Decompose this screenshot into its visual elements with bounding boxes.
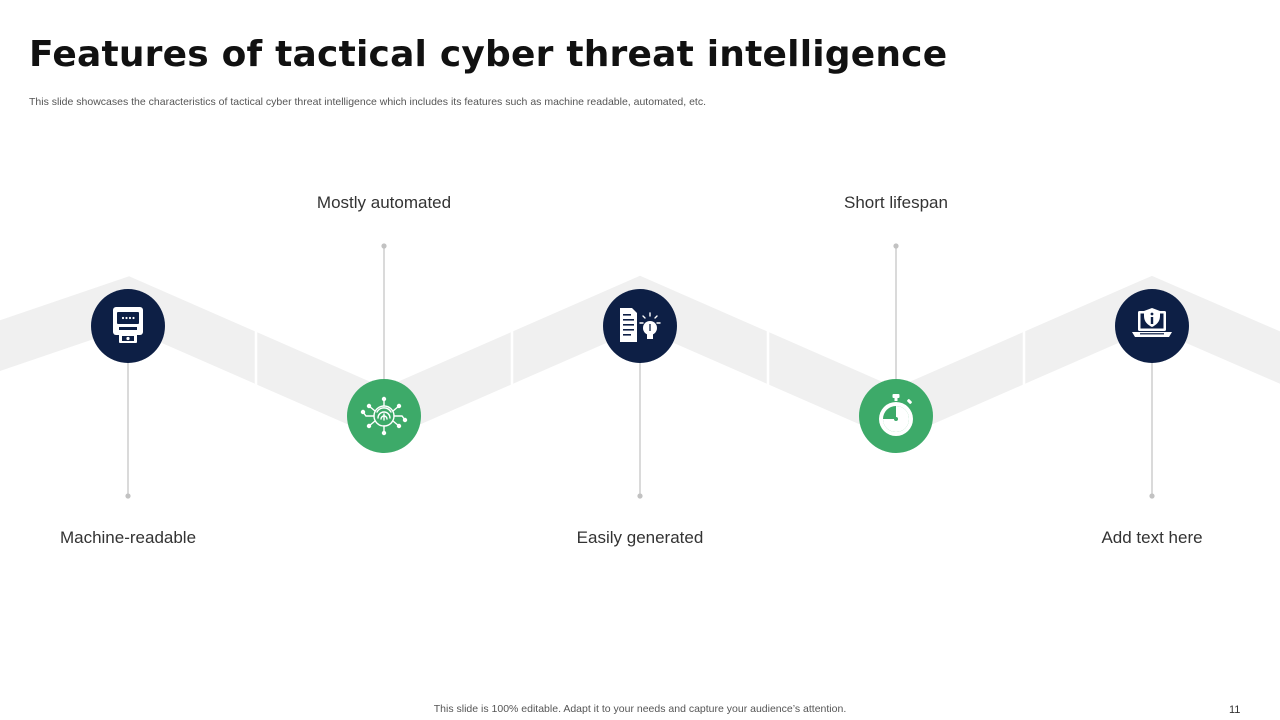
- laptop-info-shield-icon: [1132, 308, 1172, 337]
- feature-node-machine-readable: [91, 289, 165, 363]
- fingerprint-network-icon: [360, 396, 408, 436]
- stopwatch-icon: [879, 394, 913, 436]
- document-lightbulb-icon: [620, 308, 661, 342]
- feature-label-add-text-here: Add text here: [1101, 528, 1203, 547]
- page-number: 11: [1229, 704, 1241, 716]
- feature-node-easily-generated: [603, 289, 677, 363]
- feature-label-mostly-automated: Mostly automated: [316, 193, 452, 212]
- feature-node-add-text-here: [1115, 289, 1189, 363]
- feature-circle: [603, 289, 677, 363]
- footer-note: This slide is 100% editable. Adapt it to…: [433, 703, 847, 715]
- slide-title: Features of tactical cyber threat intell…: [29, 34, 948, 75]
- feature-node-short-lifespan: [859, 379, 933, 453]
- feature-label-machine-readable: Machine-readable: [59, 528, 197, 547]
- feature-label-easily-generated: Easily generated: [576, 528, 704, 547]
- slide-subtitle: This slide showcases the characteristics…: [29, 96, 707, 108]
- feature-node-mostly-automated: [347, 379, 421, 453]
- atm-machine-icon: [113, 307, 143, 343]
- feature-label-short-lifespan: Short lifespan: [844, 193, 948, 212]
